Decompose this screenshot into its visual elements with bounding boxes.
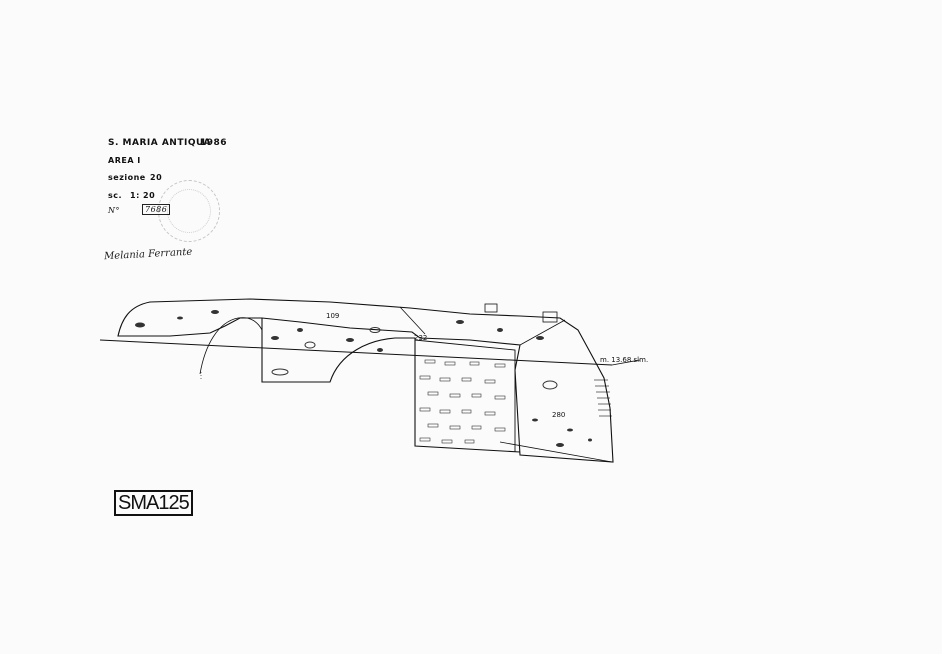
arc-curve <box>199 317 263 375</box>
datum-line-tail <box>611 359 641 366</box>
brick-wall-outline <box>414 339 516 452</box>
top-block-2 <box>542 311 558 323</box>
number-label: N° <box>108 206 120 215</box>
datum-line <box>99 339 613 366</box>
level-label: m. 13.68 slm. <box>600 356 648 364</box>
cut-line-2 <box>519 319 566 346</box>
cut-line-1 <box>399 306 426 335</box>
arch-outline <box>261 318 521 453</box>
unit-label-109: 109 <box>326 312 339 320</box>
top-block-1 <box>484 303 498 313</box>
section-label: sezione <box>108 173 146 182</box>
unit-label-280: 280 <box>552 411 565 419</box>
number-value: 7686 <box>142 204 171 215</box>
archive-stamp <box>158 180 220 242</box>
upper-wall-outline <box>117 298 614 463</box>
stone-texture <box>135 310 592 447</box>
unit-label-232: 232 <box>414 334 427 342</box>
site-title: S. MARIA ANTIQUA <box>108 138 211 148</box>
scale-label: sc. <box>108 191 123 200</box>
cut-line-3 <box>499 441 613 463</box>
section-value: 20 <box>150 173 163 182</box>
right-hatching <box>594 379 612 417</box>
area-label: AREA I <box>108 156 141 165</box>
scale-value: 1: 20 <box>130 191 156 200</box>
brick-courses <box>419 359 506 444</box>
site-year: 1986 <box>200 138 228 148</box>
archive-code: SMA125 <box>114 490 193 516</box>
